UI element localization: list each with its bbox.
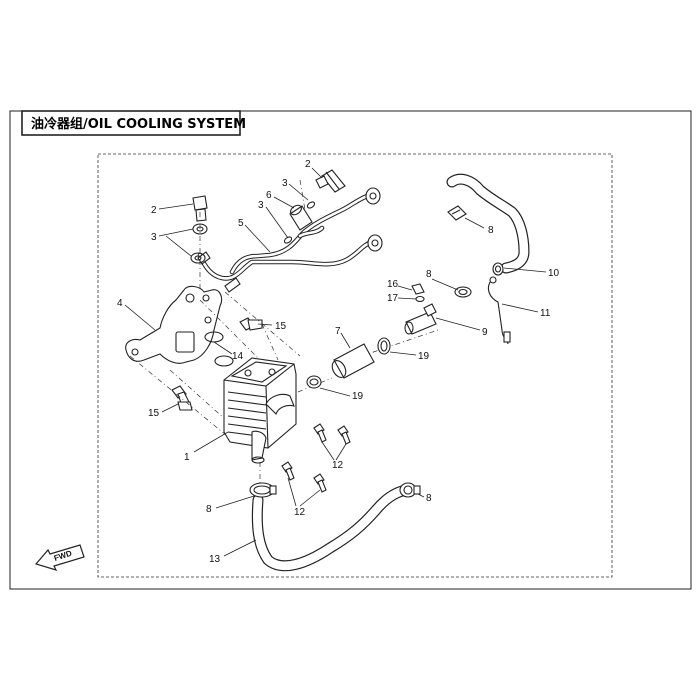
hose-clamp-lower-left [249,482,277,498]
callout-3-top: 3 [282,178,288,189]
callout-19-upper: 19 [418,351,430,362]
o-ring-2 [214,355,234,367]
callout-2-top: 2 [305,159,311,170]
callout-19-lower: 19 [352,391,364,402]
title-box [21,110,241,136]
callout-4: 4 [117,298,123,309]
callout-6: 6 [266,190,272,201]
lower-hose [251,484,412,572]
clamp-19-lower [306,375,322,389]
callout-1: 1 [184,452,190,463]
callout-15-right: 15 [275,321,287,332]
callout-17: 17 [387,293,399,304]
callout-3-left: 3 [151,232,157,243]
clamp-19-upper [377,337,391,355]
callout-15-left: 15 [148,408,160,419]
banjo-bolt-top [315,169,346,193]
hose-clip-top [447,205,467,221]
oil-cooler [223,357,297,464]
bolt-right [239,317,263,331]
callout-13: 13 [209,554,221,565]
bolt-lower-left [171,385,193,411]
callout-7: 7 [335,326,341,337]
tee-fitting [404,303,437,335]
pipe-sleeve [289,204,313,231]
callout-9: 9 [482,327,488,338]
callout-3-mid: 3 [258,200,264,211]
hose-clamp-lower-right [399,482,421,498]
assembly-area-frame [97,153,613,578]
sensor-wire [487,276,511,345]
small-bracket-16 [411,283,425,295]
upper-right-hose [446,173,530,276]
washer-top [306,201,316,209]
washer-17 [415,295,425,303]
short-hose [331,343,375,379]
callout-8-top: 8 [488,225,494,236]
washer-left-2-inner [194,255,202,261]
washer-left-2 [190,252,206,264]
small-bolts [281,423,351,493]
fwd-arrow: FWD [34,544,85,571]
callout-12-lower: 12 [294,507,306,518]
callout-14: 14 [232,351,244,362]
callout-8-lower-left: 8 [206,504,212,515]
hose-clamp-middle [454,286,472,298]
oil-pipe-assembly [197,187,383,293]
callout-2-left: 2 [151,205,157,216]
callout-10: 10 [548,268,560,279]
callout-5: 5 [238,218,244,229]
cooler-bracket [125,285,223,364]
washer-top-2 [283,236,293,244]
callout-8-middle: 8 [426,269,432,280]
banjo-bolt-left [192,195,208,222]
callout-11: 11 [540,308,551,319]
callout-16: 16 [387,279,399,290]
outer-frame [9,110,692,590]
callout-8-lower-right: 8 [426,493,432,504]
page-title: 油冷器组/OIL COOLING SYSTEM [31,116,246,132]
callout-12-right: 12 [332,460,344,471]
